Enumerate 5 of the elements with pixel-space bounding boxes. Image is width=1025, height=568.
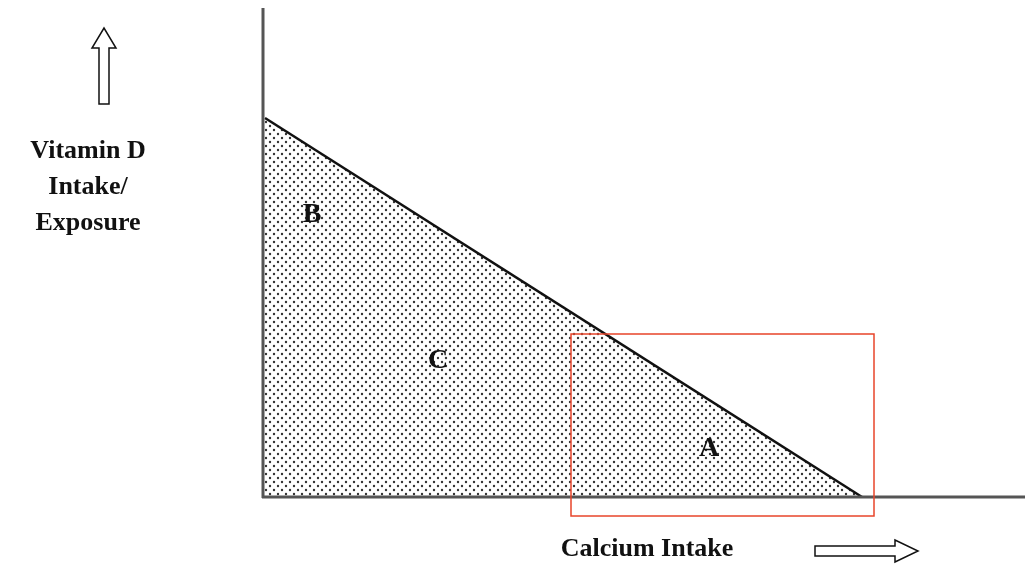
axis-label: Vitamin D Intake/ Exposure xyxy=(29,134,147,238)
region-label: B xyxy=(302,196,322,230)
region-label: A xyxy=(698,430,720,464)
axis-label: Calcium Intake xyxy=(560,532,734,564)
region-label: C xyxy=(427,342,449,376)
